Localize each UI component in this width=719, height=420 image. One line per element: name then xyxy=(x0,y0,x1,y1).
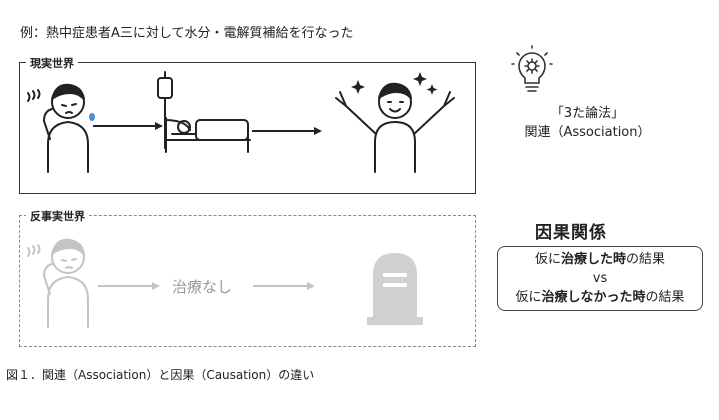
iv-drip-bed-icon xyxy=(157,71,251,153)
real-world-title: 現実世界 xyxy=(26,55,78,71)
causal-title: 因果関係 xyxy=(535,223,607,243)
three-ta-rule-name: 「3た論法」 xyxy=(550,106,625,121)
three-ta-rule-label: 「3た論法」 関連（Association） xyxy=(500,104,675,142)
untreated-outcome-line: 仮に治療しなかった時の結果 xyxy=(515,290,685,305)
no-treatment-label: 治療なし xyxy=(172,278,233,296)
example-text: 例：熱中症患者A三に対して水分・電解質補給を行なった xyxy=(20,26,354,41)
arrow-real-2 xyxy=(252,127,322,135)
sick-person-icon xyxy=(27,83,95,173)
causal-comparison-box: 仮に治療した時の結果 vs 仮に治療しなかった時の結果 xyxy=(497,246,703,311)
counterfactual-world-title: 反事実世界 xyxy=(26,208,89,224)
arrow-counterfactual-2 xyxy=(253,282,315,290)
sick-person-faded-icon xyxy=(27,238,89,328)
lightbulb-gear-icon xyxy=(511,45,553,92)
figure-caption: 図１．関連（Association）と因果（Causation）の違い xyxy=(6,368,315,382)
treated-outcome-line: 仮に治療した時の結果 xyxy=(534,252,666,267)
cheering-person-icon xyxy=(335,72,455,173)
tombstone-icon xyxy=(367,253,423,325)
arrow-real-1 xyxy=(93,122,163,130)
versus-label: vs xyxy=(592,271,608,286)
association-label: 関連（Association） xyxy=(524,125,651,140)
arrow-counterfactual-1 xyxy=(98,282,160,290)
